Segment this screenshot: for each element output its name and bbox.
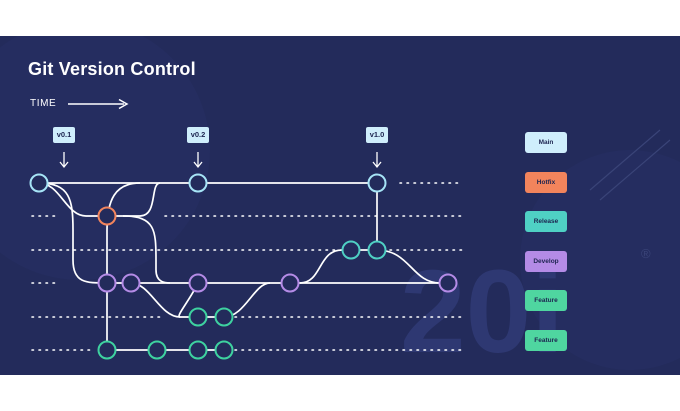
dotted-guides (31, 182, 463, 351)
release-commit-node (341, 240, 361, 260)
feature-commit-node (188, 307, 208, 327)
feature-commit-node (188, 340, 208, 360)
tag-v0-2: v0.2 (187, 127, 209, 143)
feature-commit-node (147, 340, 167, 360)
commit-nodes (29, 173, 458, 360)
legend-feature-2: Feature (525, 330, 567, 351)
hotfix-commit-node (97, 206, 117, 226)
feature-commit-node (214, 307, 234, 327)
develop-commit-node (97, 273, 117, 293)
tag-arrow-icon (193, 152, 203, 169)
tag-arrow-icon (372, 152, 382, 169)
develop-commit-node (121, 273, 141, 293)
time-arrow (68, 98, 129, 110)
feature-commit-node (214, 340, 234, 360)
registered-mark: ® (641, 246, 651, 261)
time-label: TIME (30, 98, 57, 109)
main-commit-node (367, 173, 387, 193)
legend-develop: Develop (525, 251, 567, 272)
legend-hotfix: Hotfix (525, 172, 567, 193)
develop-commit-node (280, 273, 300, 293)
decor-lines (589, 129, 671, 201)
tag-v0-1: v0.1 (53, 127, 75, 143)
release-commit-node (367, 240, 387, 260)
tag-arrow-icon (59, 152, 69, 169)
develop-commit-node (438, 273, 458, 293)
legend-main: Main (525, 132, 567, 153)
feature-commit-node (97, 340, 117, 360)
main-commit-node (188, 173, 208, 193)
diagram-panel: 20i (0, 36, 680, 375)
legend-feature: Feature (525, 290, 567, 311)
page-title: Git Version Control (28, 59, 196, 79)
legend-release: Release (525, 211, 567, 232)
develop-commit-node (188, 273, 208, 293)
main-commit-node (29, 173, 49, 193)
tag-v1-0: v1.0 (366, 127, 388, 143)
